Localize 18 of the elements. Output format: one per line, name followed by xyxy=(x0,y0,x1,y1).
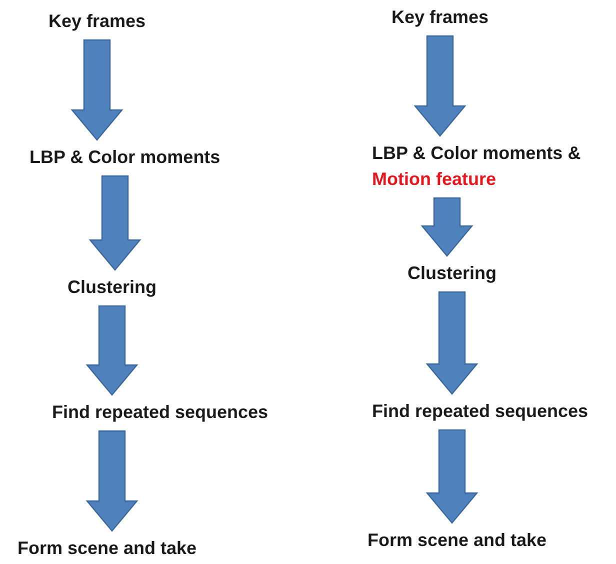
step-label: LBP & Color moments xyxy=(30,144,220,170)
step-label: Find repeated sequences xyxy=(372,398,588,424)
block-arrow xyxy=(420,197,474,257)
step-label: Key frames xyxy=(392,4,489,30)
block-arrow xyxy=(426,291,478,395)
block-arrow xyxy=(414,35,466,137)
step-label: Form scene and take xyxy=(368,527,547,553)
block-arrow xyxy=(88,175,142,271)
block-arrow xyxy=(86,430,138,532)
step-label: Find repeated sequences xyxy=(52,399,268,425)
step-label: LBP & Color moments & Motion feature xyxy=(372,140,584,192)
step-label: Key frames xyxy=(48,8,146,34)
step-label: Form scene and take xyxy=(18,535,197,561)
block-arrow xyxy=(86,305,138,396)
step-label: Clustering xyxy=(408,260,497,286)
block-arrow xyxy=(426,429,478,524)
step-label: Clustering xyxy=(68,274,157,300)
block-arrow xyxy=(70,39,124,141)
